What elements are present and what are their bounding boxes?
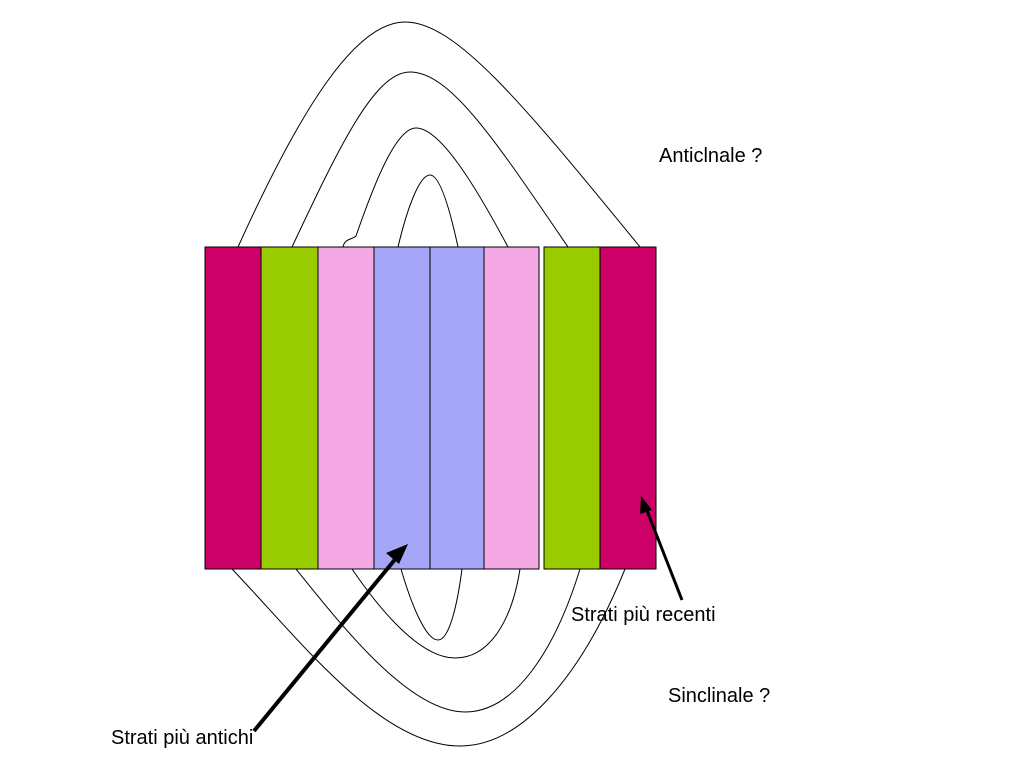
arrow-recent-shaft bbox=[644, 507, 684, 601]
syncline-label: Sinclinale ? bbox=[668, 685, 771, 707]
stratum-4 bbox=[373, 246, 431, 570]
stratum-2 bbox=[260, 246, 319, 570]
syncline-curve-2 bbox=[295, 568, 581, 713]
anticline-curve-outer bbox=[237, 21, 641, 248]
arrow-ancient-head bbox=[386, 544, 408, 564]
stratum-1 bbox=[204, 246, 262, 570]
ancient-layers-label: Strati più antichi bbox=[111, 727, 254, 749]
syncline-curves bbox=[231, 568, 626, 747]
anticline-curve-inner bbox=[397, 174, 459, 248]
syncline-curve-inner bbox=[400, 568, 463, 641]
stratum-8 bbox=[599, 246, 657, 570]
arrows bbox=[252, 496, 684, 733]
anticline-curve-3 bbox=[342, 127, 509, 248]
anticline-curves bbox=[237, 21, 641, 248]
anticline-curve-2 bbox=[291, 71, 569, 248]
stratum-3 bbox=[317, 246, 375, 570]
stratum-6 bbox=[483, 246, 540, 570]
anticline-label: Anticlnale ? bbox=[659, 145, 763, 167]
arrow-ancient-shaft bbox=[252, 555, 399, 733]
strata-layers bbox=[204, 246, 657, 570]
stratum-7 bbox=[543, 246, 601, 570]
syncline-curve-outer bbox=[231, 568, 626, 747]
recent-layers-label: Strati più recenti bbox=[571, 604, 716, 626]
arrow-recent-head bbox=[640, 496, 652, 514]
stratum-5 bbox=[429, 246, 485, 570]
syncline-curve-3 bbox=[351, 568, 521, 659]
